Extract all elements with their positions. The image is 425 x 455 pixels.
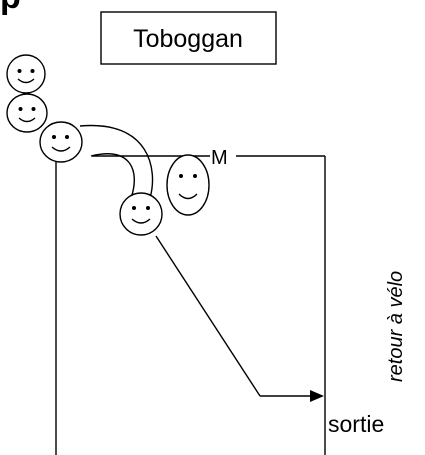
smiley-mouth — [178, 193, 198, 200]
smiley-eye-right — [31, 107, 36, 111]
smiley-icon — [6, 54, 46, 94]
slide-tube-outer — [79, 124, 154, 199]
smiley-eye-right — [65, 135, 69, 139]
smiley-mouth — [17, 78, 35, 84]
side-label-retour-a-velo: retour à vélo — [385, 271, 407, 382]
smiley-eye-left — [17, 69, 22, 73]
smiley-eye-left — [52, 135, 56, 139]
smiley-icon — [119, 192, 163, 236]
exit-label-sortie: sortie — [328, 411, 384, 437]
exit-arrow-head — [310, 390, 324, 402]
smiley-mouth — [18, 117, 36, 123]
smiley-mouth — [131, 218, 151, 224]
title-box: Toboggan — [100, 11, 277, 65]
smiley-eye-right — [30, 69, 35, 73]
smiley-icon — [6, 93, 48, 133]
smiley-eye-left — [179, 174, 183, 178]
smiley-eye-left — [132, 206, 136, 210]
smiley-at-slide-start — [39, 121, 83, 163]
slide-descent-line — [155, 235, 261, 397]
smiley-icon — [166, 154, 210, 216]
smiley-standing — [166, 154, 210, 216]
smiley-icon — [39, 121, 83, 163]
smiley-eye-right — [146, 206, 150, 210]
smiley-top — [6, 54, 46, 94]
slide-tube-inner — [90, 153, 135, 199]
smiley-on-slide — [119, 192, 163, 236]
smiley-second — [6, 93, 48, 133]
title-box-label: Toboggan — [133, 25, 243, 53]
smiley-eye-right — [193, 174, 197, 178]
label-M: M — [211, 147, 228, 169]
smiley-eye-left — [18, 107, 23, 111]
title-box-frame — [100, 11, 277, 65]
heading-fragment: p — [0, 0, 21, 16]
smiley-mouth — [51, 146, 71, 152]
